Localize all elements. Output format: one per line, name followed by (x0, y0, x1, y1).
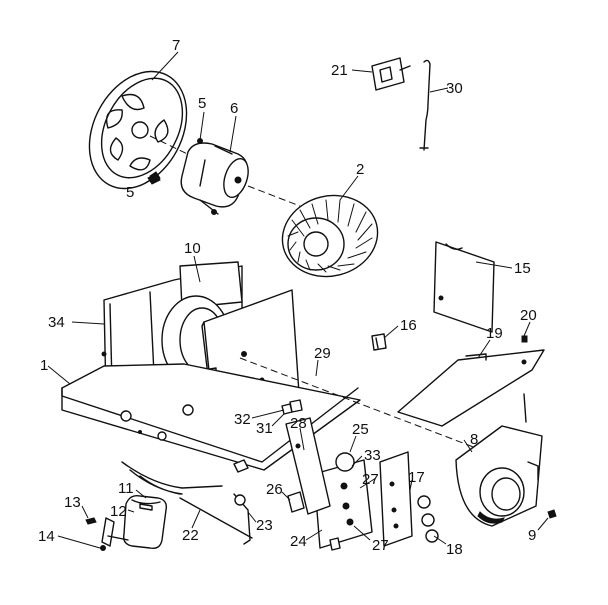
callout-8: 8 (470, 431, 478, 448)
leader-lines (47, 51, 549, 549)
scroll-housing (455, 425, 543, 527)
switch-panel (285, 417, 331, 515)
callout-5-upper: 5 (198, 95, 206, 112)
callout-5-lower: 5 (126, 184, 134, 201)
fan-blade (88, 70, 188, 190)
callout-29: 29 (314, 345, 331, 362)
deflector-plate (397, 349, 545, 427)
capacitor-bracket-14 (100, 517, 129, 551)
callout-10: 10 (184, 240, 201, 257)
callout-14: 14 (38, 528, 55, 545)
callout-6: 6 (230, 100, 238, 117)
actuator-rod (419, 59, 431, 151)
small-clip (371, 333, 387, 351)
mounting-bracket (371, 57, 411, 91)
rod-22 (179, 497, 253, 539)
callout-18: 18 (446, 541, 463, 558)
callout-33: 33 (364, 447, 381, 464)
callout-19: 19 (486, 325, 503, 342)
screw-5-lower (147, 173, 161, 185)
callout-17: 17 (408, 469, 425, 486)
callout-21: 21 (331, 62, 348, 79)
callout-20: 20 (520, 307, 537, 324)
capacitor-strap-23 (233, 493, 251, 545)
callout-31: 31 (256, 420, 273, 437)
callout-24: 24 (290, 533, 307, 550)
callout-34: 34 (48, 314, 65, 331)
callout-23: 23 (256, 517, 273, 534)
callout-22: 22 (182, 527, 199, 544)
clip-32 (289, 399, 303, 413)
callout-1: 1 (40, 357, 48, 374)
callout-7: 7 (172, 37, 180, 54)
callout-13: 13 (64, 494, 81, 511)
callout-numbers: 7 5 6 5 2 21 30 10 15 34 16 20 19 29 1 3… (38, 37, 537, 558)
screw-20 (521, 335, 528, 343)
terminal-board (313, 452, 373, 551)
callout-12: 12 (110, 503, 127, 520)
capacitor (122, 494, 168, 550)
callout-15: 15 (514, 260, 531, 277)
base-pan (61, 363, 361, 473)
screw-13 (85, 517, 97, 525)
side-panel (433, 241, 495, 333)
control-bracket (379, 451, 413, 547)
callout-2: 2 (356, 161, 364, 178)
callout-27-upper: 27 (362, 471, 379, 488)
fan-motor (149, 138, 249, 215)
blower-wheel (281, 194, 379, 278)
callout-9: 9 (528, 527, 536, 544)
callout-32: 32 (234, 411, 251, 428)
wiring-harness (121, 461, 223, 495)
callout-27-lower: 27 (372, 537, 389, 554)
callout-11: 11 (118, 480, 134, 497)
assembly-line (239, 357, 477, 449)
callout-25: 25 (352, 421, 369, 438)
callout-30: 30 (446, 80, 463, 97)
callout-16: 16 (400, 317, 417, 334)
relay-26 (287, 491, 305, 513)
screw-9 (547, 509, 557, 519)
callout-26: 26 (266, 481, 283, 498)
motor-shaft-axis (247, 185, 301, 207)
callout-28: 28 (290, 415, 307, 432)
washers-18 (417, 495, 439, 543)
